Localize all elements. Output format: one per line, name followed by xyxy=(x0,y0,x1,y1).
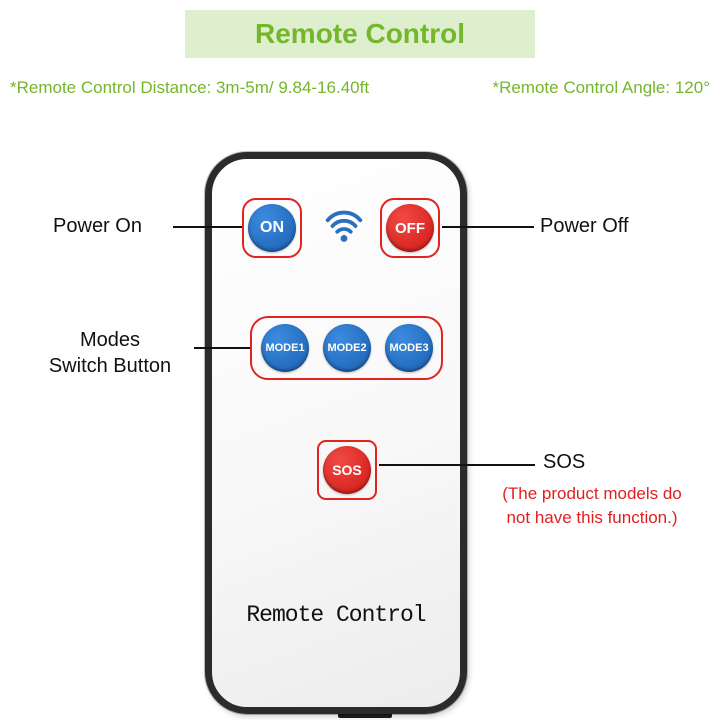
spec-distance: *Remote Control Distance: 3m-5m/ 9.84-16… xyxy=(10,78,370,97)
sos-note-line1: (The product models do xyxy=(502,484,682,503)
modes-switch-label-line2: Switch Button xyxy=(48,355,172,377)
sos-button-callout-outline xyxy=(317,440,377,500)
power-on-label: Power On xyxy=(53,215,142,237)
modes-switch-label: Modes Switch Button xyxy=(20,327,200,379)
spec-angle: *Remote Control Angle: 120° xyxy=(492,78,710,97)
page-title: Remote Control xyxy=(255,18,465,49)
power-on-connector-line xyxy=(173,226,242,228)
modes-switch-label-line1: Modes xyxy=(79,329,141,351)
power-off-label: Power Off xyxy=(540,215,629,237)
mode1-button: MODE1 xyxy=(261,324,309,372)
remote-brand-text: Remote Control xyxy=(246,602,426,628)
wifi-icon xyxy=(325,210,363,242)
mode-buttons-callout-outline xyxy=(250,316,443,380)
power-off-connector-line xyxy=(442,226,534,228)
sos-connector-line xyxy=(379,464,535,466)
off-button-callout-outline xyxy=(380,198,440,258)
modes-connector-line xyxy=(194,347,250,349)
sos-note-line2: not have this function.) xyxy=(506,508,678,527)
spec-row: *Remote Control Distance: 3m-5m/ 9.84-16… xyxy=(0,78,720,98)
header-band: Remote Control xyxy=(185,10,535,58)
sos-label: SOS xyxy=(543,451,586,473)
sos-note: (The product models do not have this fun… xyxy=(472,482,712,530)
on-button-callout-outline xyxy=(242,198,302,258)
sos-button: SOS xyxy=(323,446,371,494)
mode2-button: MODE2 xyxy=(323,324,371,372)
